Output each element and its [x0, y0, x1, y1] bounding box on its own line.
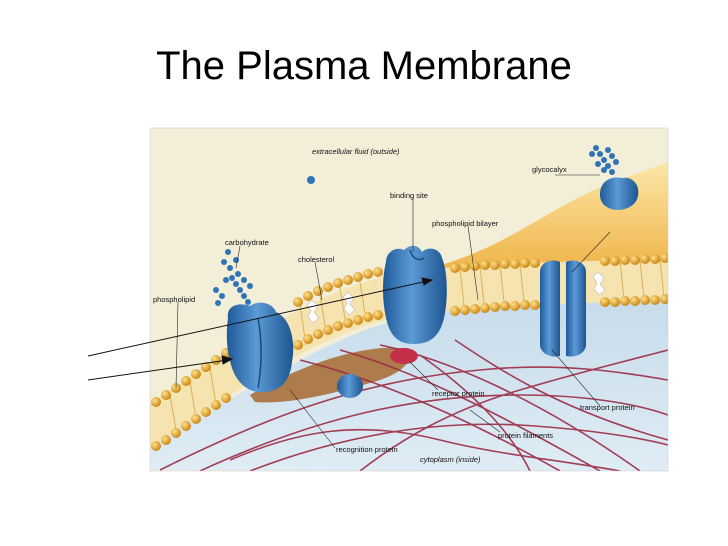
- peripheral-patch: [250, 347, 411, 403]
- label-protein-filaments: protein filaments: [498, 431, 553, 440]
- label-recognition-protein: recognition protein: [336, 445, 398, 454]
- label-glycocalyx: glycocalyx: [532, 165, 567, 174]
- glycocalyx-protein-shape: [589, 145, 639, 210]
- label-carbohydrate: carbohydrate: [225, 238, 269, 247]
- peripheral-protein-shape: [337, 374, 363, 398]
- slide-title: The Plasma Membrane: [156, 44, 572, 88]
- inner-lipid-heads: [151, 294, 668, 451]
- label-phospholipid: phospholipid: [153, 295, 195, 304]
- pointer-arrows: [87, 277, 434, 381]
- extracellular-bead: [307, 176, 315, 184]
- label-binding-site: binding site: [390, 191, 428, 200]
- label-cholesterol: cholesterol: [298, 255, 335, 264]
- transport-protein-shape: [540, 260, 586, 357]
- label-extracellular: extracellular fluid (outside): [312, 147, 400, 156]
- label-transport-protein: transport protein: [580, 403, 635, 412]
- receptor-protein-shape: [390, 348, 418, 364]
- outer-lipid-heads: [151, 253, 668, 407]
- label-receptor-protein: receptor protein: [432, 389, 485, 398]
- protein-filaments-network: [159, 339, 668, 471]
- label-phospholipid-bilayer: phospholipid bilayer: [432, 219, 499, 228]
- recognition-protein-shape: [226, 302, 294, 393]
- leader-lines: [175, 174, 611, 449]
- label-cytoplasm: cytoplasm (inside): [420, 455, 481, 464]
- binding-protein-shape: [383, 245, 447, 344]
